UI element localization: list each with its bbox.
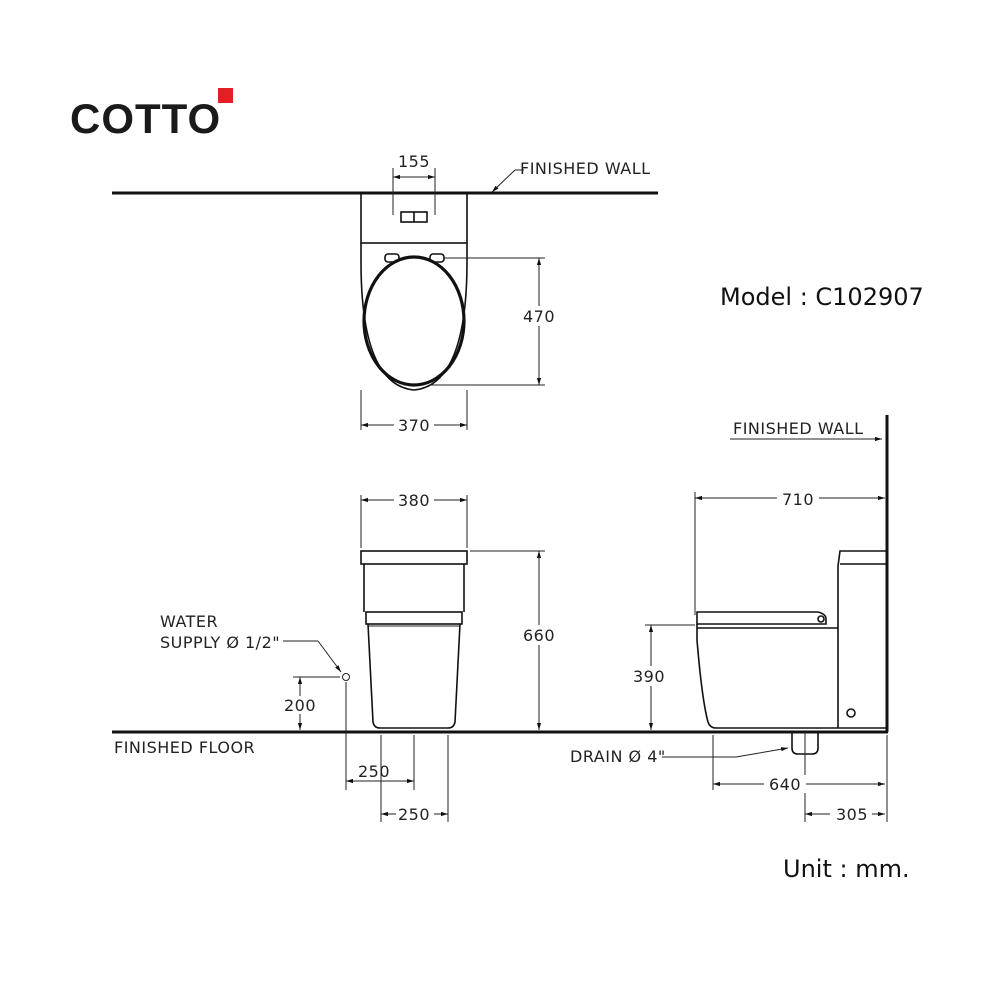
- dim-base-length: 640: [769, 775, 801, 794]
- unit-label: Unit : mm.: [783, 855, 910, 883]
- label-finished-floor: FINISHED FLOOR: [114, 738, 255, 757]
- seat-hinge-side: [817, 615, 825, 623]
- label-finished-wall-top: FINISHED WALL: [520, 159, 651, 178]
- label-finished-wall-side: FINISHED WALL: [733, 419, 864, 438]
- side-cap-icon: [846, 708, 856, 718]
- dim-front-width: 380: [398, 491, 430, 510]
- seat-front: [365, 611, 463, 625]
- tank-side: [837, 550, 887, 630]
- model-label: Model : C102907: [720, 283, 924, 311]
- dim-total-height: 660: [523, 626, 555, 645]
- dim-side-length: 710: [782, 490, 814, 509]
- label-water-supply-2: SUPPLY Ø 1/2": [160, 633, 280, 652]
- front-view: 380 660 WATER SUPPLY Ø 1/2" 200 250 250: [160, 491, 563, 824]
- seat-lid-top: [362, 255, 466, 387]
- cotto-logo: COTTO: [70, 88, 233, 142]
- label-drain: DRAIN Ø 4": [570, 747, 666, 766]
- dim-foot-width: 250: [398, 805, 430, 824]
- seat-side: [696, 611, 827, 625]
- dim-rough-in: 305: [836, 805, 868, 824]
- dim-seat-width: 370: [398, 416, 430, 435]
- label-water-supply-1: WATER: [160, 612, 218, 631]
- dim-seat-height: 390: [633, 667, 665, 686]
- tank-top: [360, 192, 468, 244]
- bowl-front: [367, 623, 461, 729]
- dim-top-button-width: 155: [398, 152, 430, 171]
- brand-name: COTTO: [70, 95, 221, 142]
- bowl-side: [696, 624, 887, 729]
- tank-lid-front: [360, 550, 468, 565]
- dim-supply-offset: 250: [358, 762, 390, 781]
- brand-red-square: [218, 88, 233, 103]
- dim-supply-height: 200: [284, 696, 316, 715]
- bowl-outline-top: [360, 243, 468, 391]
- dim-seat-depth: 470: [523, 307, 555, 326]
- water-supply-point: [342, 673, 350, 681]
- side-view: 710 390 DRAIN Ø 4" 640 305: [570, 489, 888, 824]
- top-view: 155 FINISHED WALL 470 370: [112, 152, 658, 435]
